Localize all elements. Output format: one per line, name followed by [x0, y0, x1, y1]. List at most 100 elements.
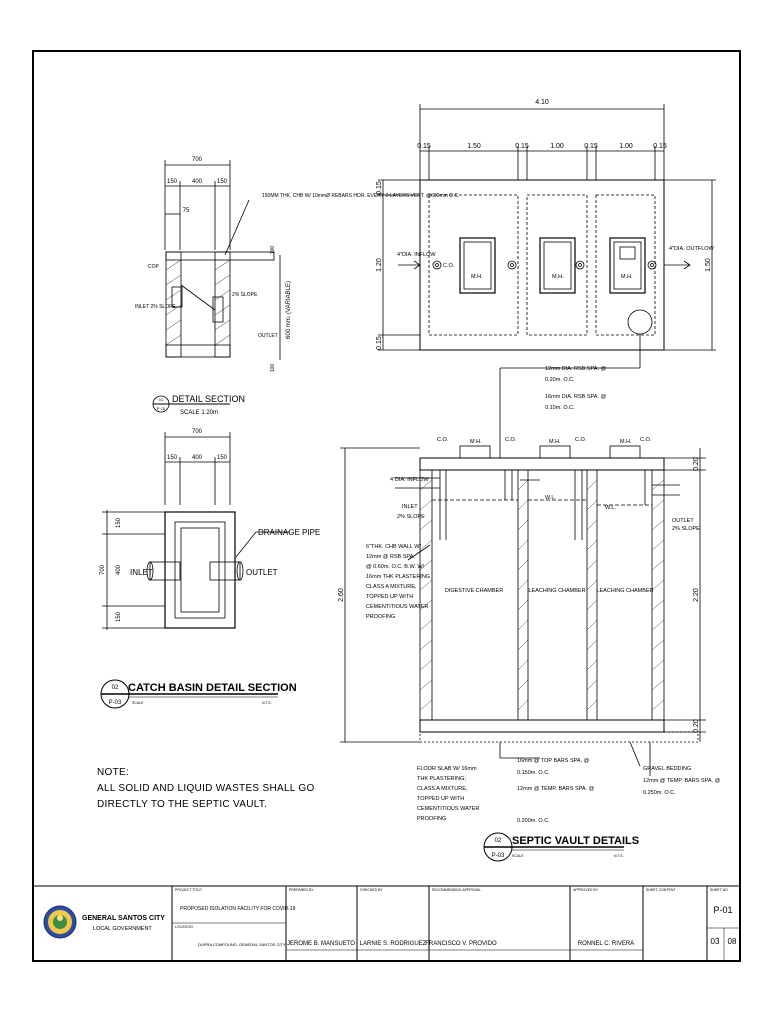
wall-note: 6"THK. CHB WALL W/ 12mm @ RSB SPA. @ 0.6…	[366, 544, 430, 620]
org-name: GENERAL SANTOS CITY	[82, 915, 165, 922]
general-note: NOTE: ALL SOLID AND LIQUID WASTES SHALL …	[97, 765, 315, 813]
detail-section-hatch	[165, 259, 231, 346]
city-seal-logo	[43, 905, 77, 939]
svg-text:16mm DIA. RSB SPA. @: 16mm DIA. RSB SPA. @	[545, 394, 607, 400]
septic-plan-view	[378, 104, 716, 448]
svg-text:C.O.: C.O.	[575, 437, 587, 443]
septic-section-drawing	[340, 445, 706, 776]
svg-text:PROOFING: PROOFING	[417, 816, 446, 822]
catch-basin-drawing	[102, 432, 290, 630]
svg-text:2.20: 2.20	[693, 588, 700, 602]
plan-overall-width: 4.10	[535, 99, 549, 106]
svg-text:OUTLET: OUTLET	[672, 518, 694, 524]
svg-text:C.O.: C.O.	[640, 437, 652, 443]
svg-text:C.O.: C.O.	[437, 437, 449, 443]
svg-text:M.H.: M.H.	[549, 439, 561, 445]
svg-text:400: 400	[192, 179, 203, 185]
septic-section-labels: 12mm DIA. RSB SPA. @ 0.20m. O.C. 16mm DI…	[338, 366, 721, 824]
slab-note: 150MM THK. CHB W/ 10mmØ REBARS HOR. EVER…	[262, 193, 459, 199]
svg-text:0.15: 0.15	[515, 143, 529, 150]
prepared-by: JEROME B. MANSUETO	[287, 941, 355, 947]
svg-text:INLET: INLET	[402, 504, 418, 510]
svg-text:@ 0.60m. O.C. B.W. W/: @ 0.60m. O.C. B.W. W/	[366, 564, 425, 570]
svg-text:P-03: P-03	[492, 853, 505, 859]
svg-text:2% SLOPE: 2% SLOPE	[232, 292, 258, 298]
svg-text:CEMENTITIOUS WATER: CEMENTITIOUS WATER	[366, 604, 428, 610]
svg-text:0.15: 0.15	[376, 181, 383, 195]
svg-text:01: 01	[159, 397, 164, 402]
title-block-text: GENERAL SANTOS CITY LOCAL GOVERNMENT PRO…	[82, 888, 737, 947]
checked-by: LARNIE S. RODRIGUEZ	[360, 941, 427, 947]
note-line-2: DIRECTLY TO THE SEPTIC VAULT.	[97, 799, 268, 810]
svg-text:4"DIA. INFLOW: 4"DIA. INFLOW	[390, 477, 429, 483]
svg-text:M.H.: M.H.	[471, 274, 483, 280]
catch-basin-heading: CATCH BASIN DETAIL SECTION	[128, 682, 297, 694]
sheet-border	[32, 50, 741, 962]
svg-text:0.150m. O.C.: 0.150m. O.C.	[517, 770, 550, 776]
title-block	[32, 885, 741, 962]
svg-text:150: 150	[167, 179, 178, 185]
svg-text:12mm @ TEMP. BARS SPA. @: 12mm @ TEMP. BARS SPA. @	[643, 778, 721, 784]
septic-wall-hatch	[419, 479, 665, 711]
svg-text:08: 08	[728, 937, 737, 946]
svg-text:16mm THK PLASTERING: 16mm THK PLASTERING	[366, 574, 430, 580]
svg-text:P-03: P-03	[109, 700, 122, 706]
svg-text:TOPPED UP WITH: TOPPED UP WITH	[417, 796, 464, 802]
svg-text:CLASS A MIXTURE,: CLASS A MIXTURE,	[417, 786, 468, 792]
svg-text:0.10m. O.C.: 0.10m. O.C.	[545, 405, 575, 411]
svg-text:N.T.S.: N.T.S.	[614, 854, 624, 858]
svg-text:12mm @ TEMP. BARS SPA. @: 12mm @ TEMP. BARS SPA. @	[517, 786, 595, 792]
svg-text:LOCAL GOVERNMENT: LOCAL GOVERNMENT	[93, 926, 152, 932]
svg-text:0.15: 0.15	[584, 143, 598, 150]
catch-basin-outlet: OUTLET	[246, 568, 278, 577]
svg-text:12mm DIA. RSB SPA. @: 12mm DIA. RSB SPA. @	[545, 366, 607, 372]
svg-text:1.50: 1.50	[467, 143, 481, 150]
svg-text:150: 150	[217, 455, 228, 461]
detail-section-drawing	[164, 160, 281, 360]
svg-text:150: 150	[116, 611, 122, 622]
plan-labels: 4"DIA. INFLOW 4"DIA. OUTFLOW C.O. M.H. M…	[397, 246, 715, 280]
svg-text:FLOOR SLAB W/ 16mm: FLOOR SLAB W/ 16mm	[417, 766, 477, 772]
svg-text:75: 75	[183, 208, 190, 214]
project-title: PROPOSED ISOLATION FACILITY FOR COVID-19	[180, 906, 296, 912]
svg-text:1.00: 1.00	[619, 143, 633, 150]
svg-text:SCALE: SCALE	[132, 701, 144, 705]
svg-text:2% SLOPE: 2% SLOPE	[397, 514, 425, 520]
svg-text:SHEET NO.: SHEET NO.	[710, 888, 729, 892]
plan-inflow-label: 4"DIA. INFLOW	[397, 252, 436, 258]
svg-text:1.20: 1.20	[376, 258, 383, 272]
svg-text:150: 150	[167, 455, 178, 461]
catch-basin-title: 02 P-03 CATCH BASIN DETAIL SECTION SCALE…	[100, 679, 297, 709]
drainage-pipe-label: DRAINAGE PIPE	[258, 528, 320, 537]
detail-section-title: 01 P-10 DETAIL SECTION SCALE 1:20m	[152, 394, 245, 416]
septic-vault-title: 02 P-03 SEPTIC VAULT DETAILS SCALE N.T.S…	[483, 832, 639, 862]
svg-text:N.T.S.: N.T.S.	[262, 701, 272, 705]
svg-text:0.15: 0.15	[376, 336, 383, 350]
svg-text:6"THK. CHB WALL W/: 6"THK. CHB WALL W/	[366, 544, 421, 550]
svg-text:C.O.: C.O.	[443, 263, 455, 269]
sheet-number: P-01	[713, 905, 732, 915]
svg-text:0.15: 0.15	[653, 143, 667, 150]
svg-text:100: 100	[270, 246, 276, 255]
svg-text:SCALE 1:20m: SCALE 1:20m	[180, 410, 218, 416]
floor-slab-note: FLOOR SLAB W/ 16mm THK PLASTERING; CLASS…	[417, 766, 479, 822]
svg-text:SCALE: SCALE	[512, 854, 524, 858]
svg-text:TOPPED UP WITH: TOPPED UP WITH	[366, 594, 413, 600]
svg-text:DUPRA COMPOUND, GENERAL SANTOS: DUPRA COMPOUND, GENERAL SANTOS CITY	[198, 942, 286, 947]
svg-text:M.H.: M.H.	[470, 439, 482, 445]
svg-text:0.250m. O.C.: 0.250m. O.C.	[643, 790, 676, 796]
catch-basin-inlet: INLET	[130, 568, 153, 577]
note-line-1: ALL SOLID AND LIQUID WASTES SHALL GO	[97, 783, 315, 794]
svg-text:P-10: P-10	[157, 406, 166, 411]
catch-basin-labels: 700 150 400 150 700 150 400 150 DRAINAGE…	[100, 429, 320, 622]
svg-text:INLET 2% SLOPE: INLET 2% SLOPE	[135, 304, 176, 310]
svg-text:CHECKED BY: CHECKED BY	[360, 888, 383, 892]
svg-text:M.H.: M.H.	[552, 274, 564, 280]
note-heading: NOTE:	[97, 767, 130, 778]
svg-text:2.60: 2.60	[338, 588, 345, 602]
digestive-chamber-label: DIGESTIVE CHAMBER	[445, 588, 503, 594]
approved-by: RONNEL C. RIVERA	[578, 941, 634, 947]
svg-text:02: 02	[495, 838, 502, 844]
detail-section-heading: DETAIL SECTION	[172, 394, 245, 404]
